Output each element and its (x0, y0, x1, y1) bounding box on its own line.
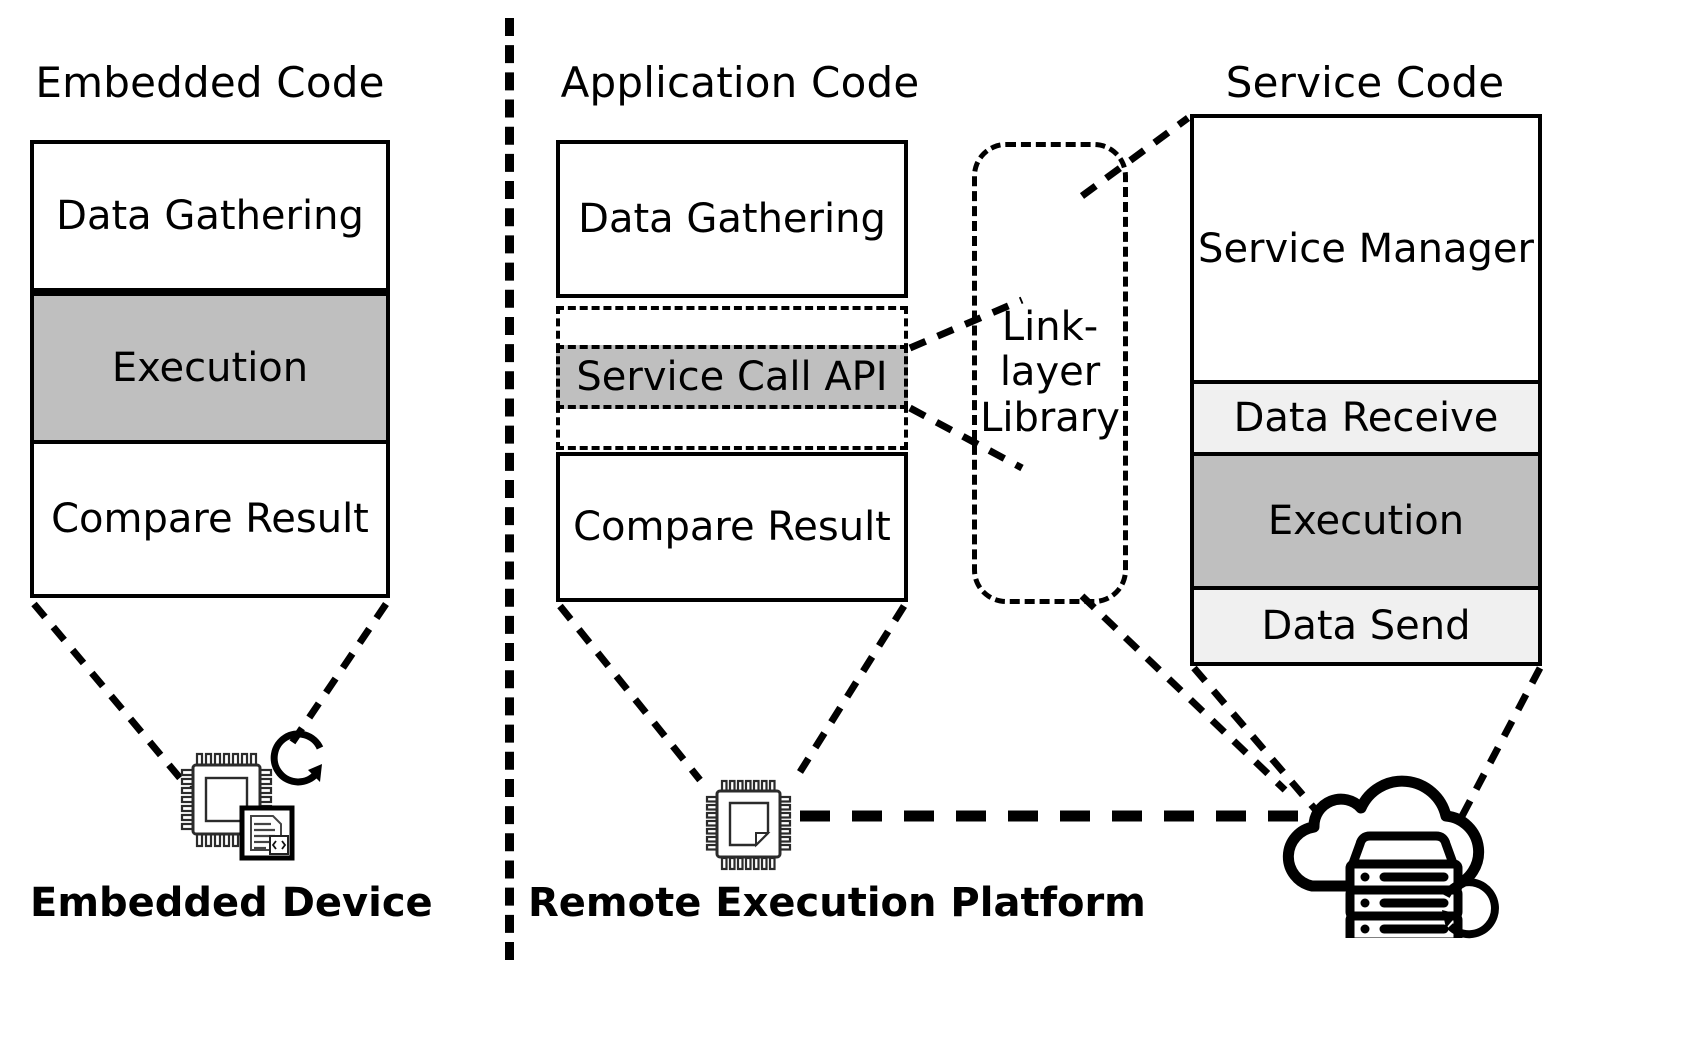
embedded-row-label: Execution (111, 345, 309, 391)
connector-embedded-right (287, 602, 389, 748)
app-row-service-call-api[interactable]: Service Call API (556, 345, 908, 409)
embedded-code-stack: Data Gathering Execution Compare Result (30, 140, 390, 598)
application-chip-icon-wrap (700, 775, 804, 875)
service-row-label: Data Send (1261, 603, 1471, 649)
link-layer-line-3: Library (980, 394, 1120, 441)
column-title-embedded-code: Embedded Code (35, 58, 385, 107)
app-row-label: Service Call API (576, 354, 888, 400)
microchip-with-code-document-icon (180, 752, 295, 861)
embedded-device-icon-group (170, 740, 310, 870)
microchip-icon (705, 779, 792, 871)
link-layer-line-2: layer (999, 349, 1101, 396)
code-document-icon (239, 805, 295, 861)
embedded-loop-arrow-wrap (258, 726, 338, 796)
app-row-compare-result: Compare Result (556, 452, 908, 602)
circular-refresh-arrow-icon (1442, 878, 1499, 939)
link-layer-line-1: Link- (1001, 303, 1099, 350)
embedded-row-label: Compare Result (51, 496, 369, 542)
connector-app-left (557, 603, 703, 783)
server-loop-arrow-wrap (1428, 874, 1518, 954)
app-row-data-gathering: Data Gathering (556, 140, 908, 298)
service-row-data-send: Data Send (1190, 590, 1542, 666)
connector-app-right (797, 604, 907, 774)
server-rack-icon (1345, 831, 1463, 947)
embedded-row-execution: Execution (30, 292, 390, 444)
column-title-service-code: Service Code (1225, 58, 1505, 107)
circular-refresh-arrow-icon (270, 730, 324, 786)
app-row-label: Data Gathering (578, 196, 886, 242)
embedded-row-data-gathering: Data Gathering (30, 140, 390, 292)
service-row-label: Data Receive (1233, 395, 1499, 441)
service-row-service-manager: Service Manager (1190, 114, 1542, 384)
embedded-row-compare-result: Compare Result (30, 444, 390, 598)
connector-embedded-left (31, 601, 193, 793)
service-row-execution: Execution (1190, 456, 1542, 590)
service-row-label: Execution (1267, 498, 1465, 544)
app-row-label: Compare Result (573, 504, 891, 550)
link-layer-library-box[interactable]: Link- layer Library (972, 142, 1128, 604)
bottom-label-remote-execution-platform: Remote Execution Platform (528, 880, 1146, 926)
service-row-label: Service Manager (1198, 226, 1534, 272)
column-title-application-code: Application Code (560, 58, 920, 107)
service-row-data-receive: Data Receive (1190, 384, 1542, 456)
cloud-server-icon-group (1268, 738, 1518, 947)
service-code-stack: Service Manager Data Receive Execution D… (1190, 114, 1542, 666)
vertical-dashed-divider (505, 18, 514, 960)
bottom-label-embedded-device: Embedded Device (30, 880, 433, 926)
embedded-row-label: Data Gathering (56, 193, 364, 239)
